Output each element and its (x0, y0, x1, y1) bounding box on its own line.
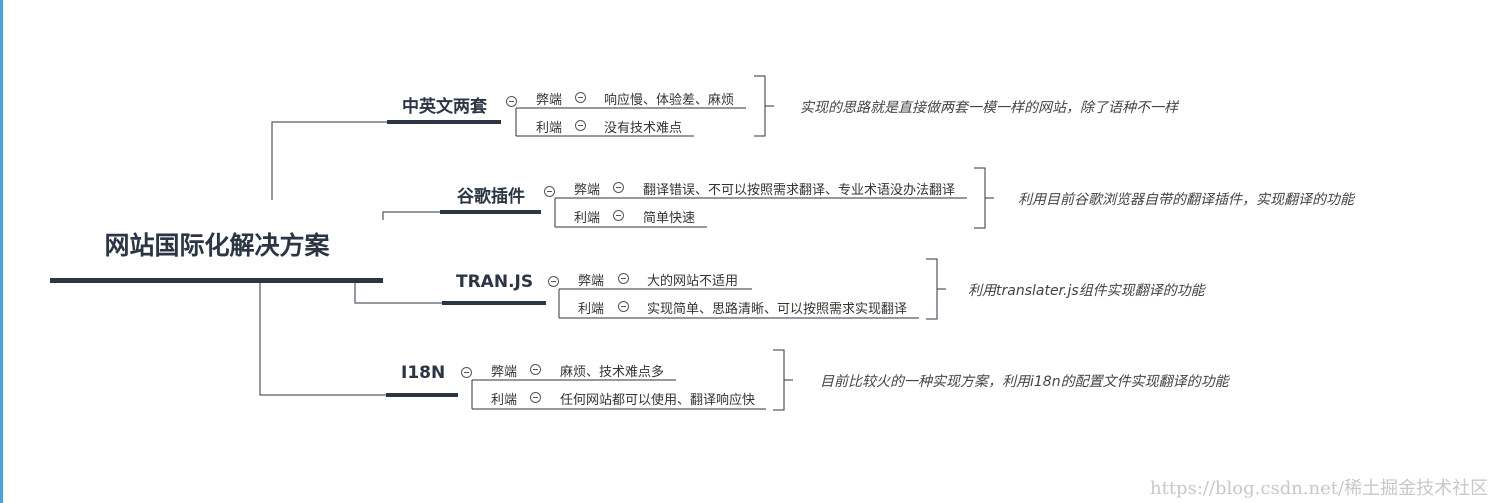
branch-3-title[interactable]: TRAN.JS (456, 272, 534, 292)
branch-3-cons-text: 大的网站不适用 (647, 274, 739, 289)
left-edge-accent (0, 0, 3, 503)
branch-2-collapse-icon[interactable] (544, 186, 555, 197)
branch-4-cons-collapse-icon[interactable] (530, 364, 541, 375)
branch-2-cons-text: 翻译错误、不可以按照需求翻译、专业术语没办法翻译 (643, 183, 956, 198)
branch-2-pros-text: 简单快速 (643, 211, 696, 226)
branch-4-note: 目前比较火的一种实现方案，利用i18n的配置文件实现翻译的功能 (820, 374, 1229, 390)
branch-4-pros-collapse-icon[interactable] (530, 392, 541, 403)
branch-1-bracket (754, 75, 766, 137)
branch-3-cons-collapse-icon[interactable] (618, 273, 629, 284)
branch-4-bracket (773, 349, 785, 411)
branch-1-pros-text: 没有技术难点 (604, 121, 683, 136)
branch-1-cons-label: 弊端 (536, 93, 563, 108)
branch-4-collapse-icon[interactable] (461, 367, 472, 378)
branch-3-note: 利用translater.js组件实现翻译的功能 (968, 283, 1205, 299)
branch-3-bracket (926, 258, 938, 320)
branch-1-note: 实现的思路就是直接做两套一模一样的网站，除了语种不一样 (800, 100, 1178, 116)
branch-4-cons-text: 麻烦、技术难点多 (560, 365, 665, 380)
branch-4-title[interactable]: I18N (401, 363, 446, 383)
branch-2-title[interactable]: 谷歌插件 (457, 187, 525, 207)
branch-2-pros-label: 利端 (574, 211, 601, 226)
watermark: https://blog.csdn.net/稀土掘金技术社区 (1150, 478, 1489, 499)
root-underline (50, 278, 383, 283)
branch-1-cons-text: 响应慢、体验差、麻烦 (604, 93, 735, 108)
branch-3-collapse-icon[interactable] (548, 276, 559, 287)
branch-2-pros-collapse-icon[interactable] (613, 210, 624, 221)
branch-4-underline (386, 393, 458, 397)
branch-4-pros-label: 利端 (491, 393, 518, 408)
branch-3-underline (442, 301, 546, 305)
branch-1-pros-collapse-icon[interactable] (575, 120, 586, 131)
branch-3-pros-collapse-icon[interactable] (618, 301, 629, 312)
branch-3-pros-label: 利端 (578, 302, 605, 317)
branch-2-underline (440, 210, 541, 214)
connector-branch-2 (382, 211, 440, 220)
branch-1-cons-collapse-icon[interactable] (575, 92, 586, 103)
branch-1-pros-label: 利端 (536, 121, 563, 136)
connector-branch-1 (271, 121, 387, 200)
branch-1-title[interactable]: 中英文两套 (402, 97, 487, 117)
branch-1-underline (387, 120, 501, 124)
branch-4-cons-label: 弊端 (491, 365, 518, 380)
branch-2-bracket (974, 167, 986, 229)
branch-2-cons-collapse-icon[interactable] (613, 182, 624, 193)
branch-4-pros-text: 任何网站都可以使用、翻译响应快 (560, 393, 756, 408)
connector-branch-3 (354, 283, 442, 304)
branch-1-collapse-icon[interactable] (506, 96, 517, 107)
branch-2-cons-label: 弊端 (574, 183, 601, 198)
root-title: 网站国际化解决方案 (104, 231, 330, 260)
branch-3-pros-text: 实现简单、思路清晰、可以按照需求实现翻译 (647, 302, 908, 317)
branch-3-cons-label: 弊端 (578, 274, 605, 289)
branch-2-note: 利用目前谷歌浏览器自带的翻译插件，实现翻译的功能 (1018, 192, 1354, 208)
connector-branch-4 (259, 283, 386, 396)
